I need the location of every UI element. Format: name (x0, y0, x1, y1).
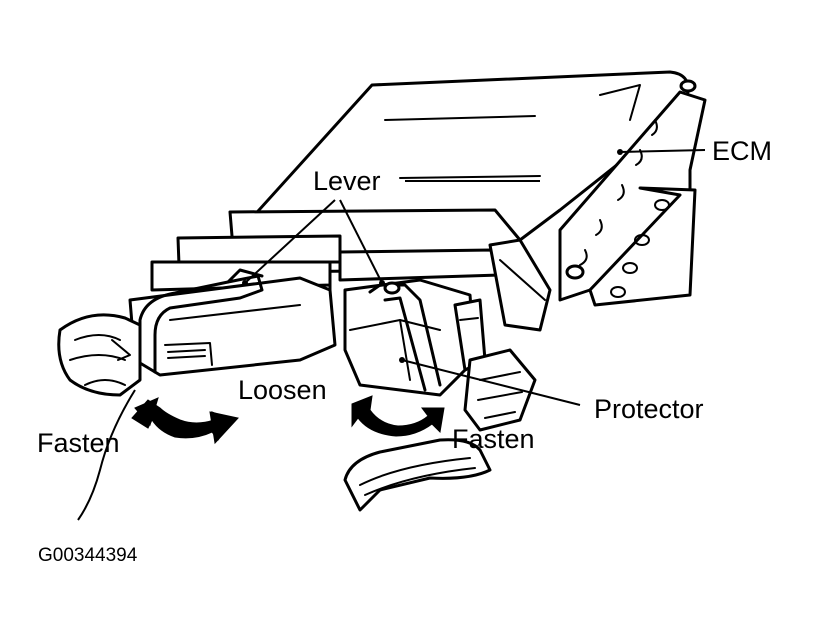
right-connector (343, 278, 537, 432)
label-fasten-right: Fasten (452, 424, 535, 454)
label-fasten-left: Fasten (37, 428, 120, 458)
label-lever: Lever (313, 166, 381, 196)
left-connector (57, 268, 337, 397)
leader-lines (77, 149, 706, 521)
label-loosen: Loosen (238, 375, 327, 405)
ecm-housing (248, 70, 707, 307)
wire-bundle (343, 438, 492, 512)
rotation-arrow-left (131, 397, 239, 445)
label-protector: Protector (594, 394, 704, 424)
label-ecm: ECM (712, 136, 772, 166)
figure-id: G00344394 (38, 545, 138, 566)
rotation-arrow-right (351, 395, 445, 437)
